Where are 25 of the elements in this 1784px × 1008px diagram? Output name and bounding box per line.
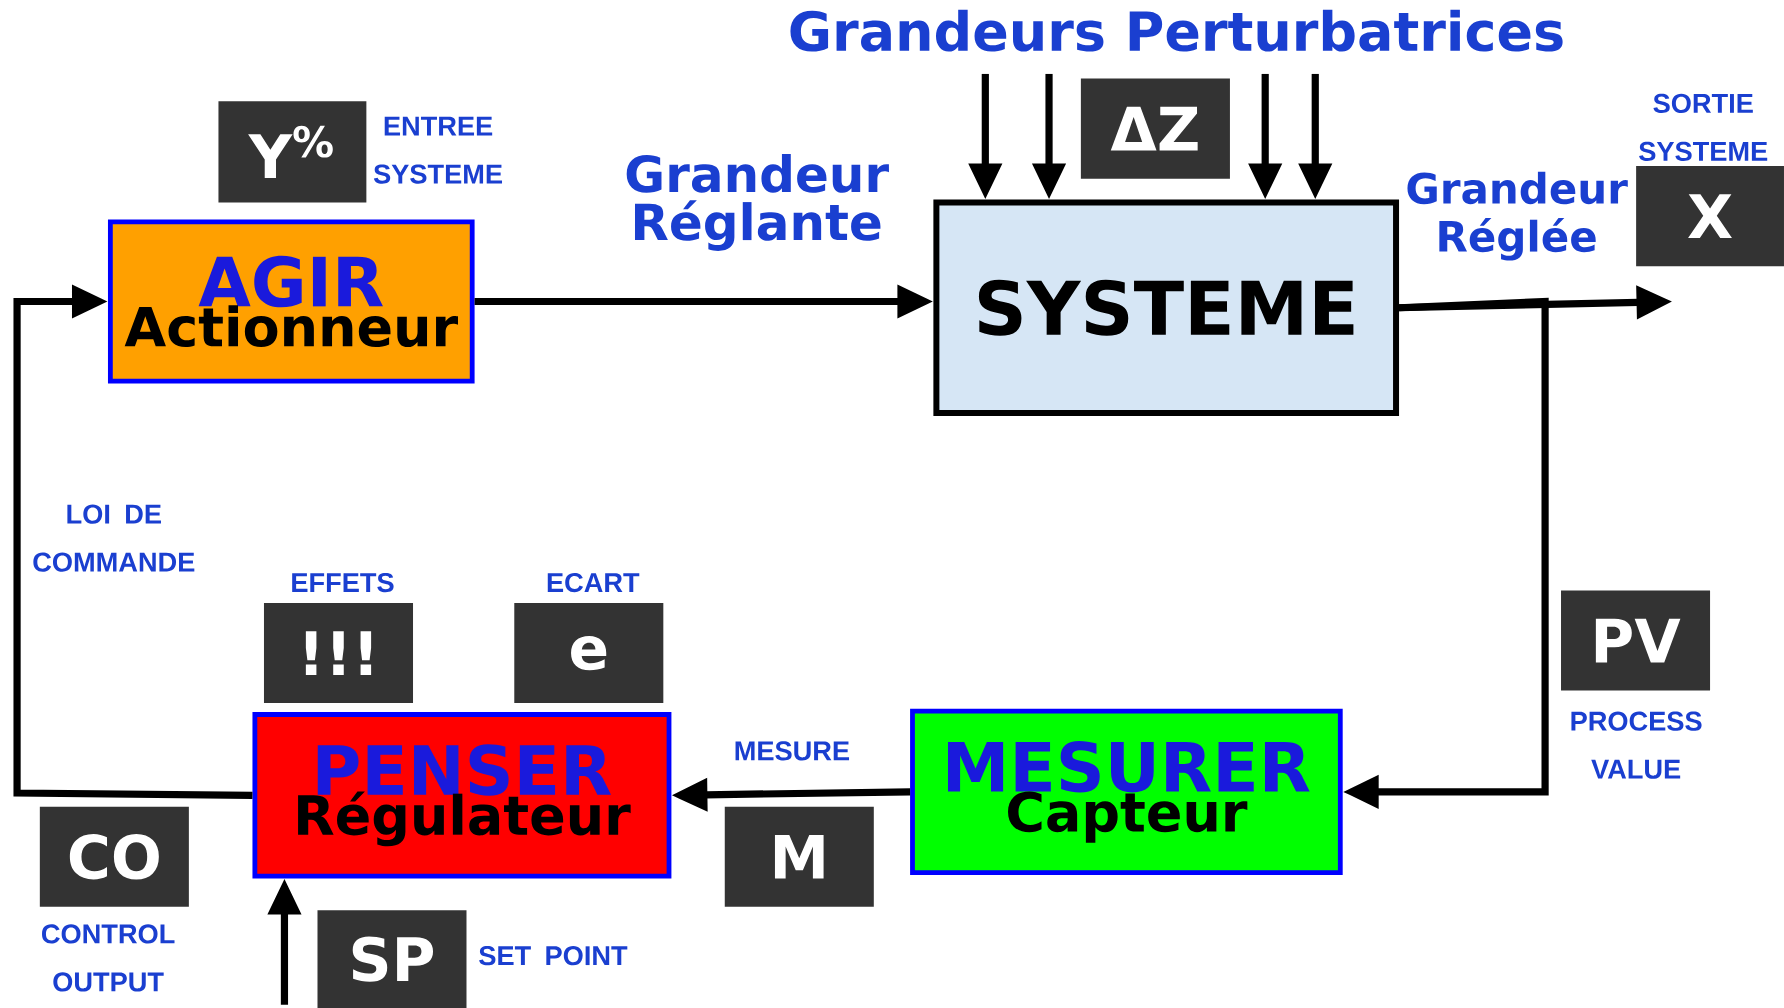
value-box: Y$^{%}$ — [218, 101, 367, 203]
process-box: PENSER Régulateur — [252, 712, 672, 879]
process-box: SYSTEME — [933, 199, 1400, 416]
edge-label: LOI DE COMMANDE — [33, 504, 195, 572]
value-box: SP — [317, 910, 467, 1008]
value-box: ΔZ — [1080, 78, 1230, 179]
process-box: MESURER Capteur — [910, 708, 1343, 876]
side-label: ENTREE SYSTEME — [373, 116, 502, 184]
process-box: AGIR Actionneur — [107, 219, 475, 384]
edge-label: Grandeur Réglante — [626, 154, 889, 251]
value-box: e — [514, 603, 664, 704]
value-box: M — [724, 806, 874, 907]
side-label: SORTIE SYSTEME — [1639, 93, 1768, 161]
side-label: SET POINT — [479, 946, 628, 966]
side-label: PROCESS VALUE — [1571, 711, 1702, 779]
title: Grandeurs Perturbatrices — [790, 9, 1563, 52]
side-label: CONTROL OUTPUT — [42, 924, 175, 992]
edge-label: Grandeur Réglée — [1407, 171, 1628, 261]
side-label: EFFETS — [292, 572, 394, 593]
side-label: MESURE — [735, 741, 850, 761]
side-label: ECART — [547, 572, 640, 593]
value-box: X — [1636, 166, 1784, 267]
value-box: PV — [1561, 590, 1711, 691]
value-box: CO — [39, 806, 189, 907]
value-box: !!! — [264, 603, 413, 704]
